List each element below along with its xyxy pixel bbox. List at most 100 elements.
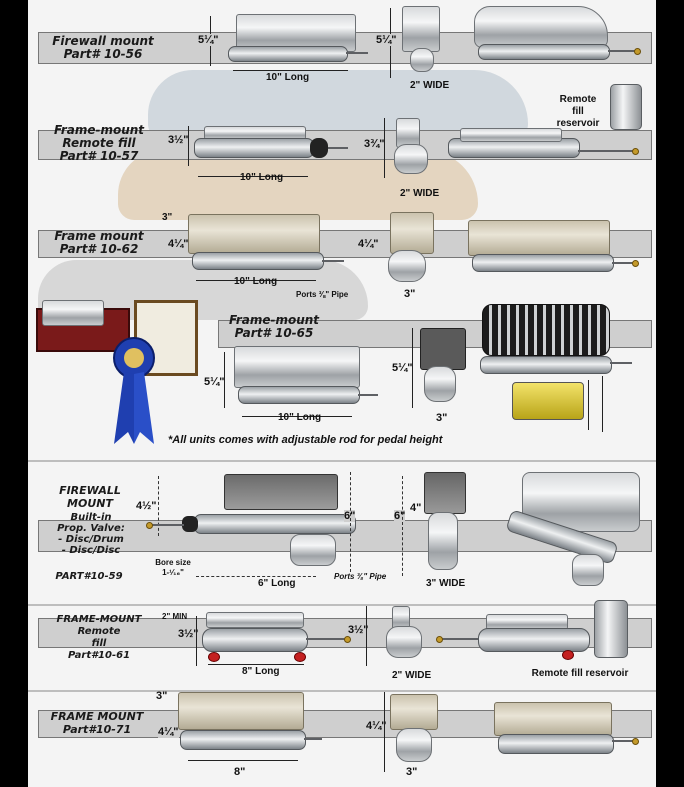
- part-number: PART#10-59: [55, 571, 123, 582]
- length-dimension: 8" Long: [242, 666, 280, 677]
- side-height-dimension: 3½": [348, 624, 369, 636]
- pushrod: [328, 147, 348, 149]
- product-photo: [474, 6, 608, 48]
- pushrod: [306, 638, 346, 640]
- side-height-dimension: 4¼": [358, 238, 379, 250]
- width-dimension: 3": [406, 766, 418, 778]
- dimension-line: [384, 118, 385, 178]
- pushrod: [610, 362, 632, 364]
- adjustable-rod-note: *All units comes with adjustable rod for…: [168, 434, 443, 446]
- award-plaque-cylinder: [42, 300, 104, 326]
- pushrod-tip: [146, 522, 153, 529]
- dimension-line: [196, 280, 316, 281]
- width-dimension: 3": [404, 288, 416, 300]
- side-view-body: [424, 366, 456, 402]
- dimension-line: [402, 476, 403, 576]
- side-view-body: [428, 512, 458, 570]
- master-cylinder-body: [192, 252, 324, 270]
- side-view-body: [388, 250, 426, 282]
- side-height-dimension: 6": [394, 510, 406, 522]
- product-photo-body: [480, 356, 612, 374]
- side-view-body: [410, 48, 434, 72]
- product-photo-reservoir: [468, 220, 610, 256]
- master-cylinder-body: [202, 628, 308, 652]
- remote-fill-reservoir: [594, 600, 628, 658]
- dimension-line: [384, 692, 385, 772]
- dimension-line: [350, 472, 351, 572]
- pushrod: [148, 524, 184, 526]
- master-cylinder-body: [228, 46, 348, 62]
- left-height-dimension: 4½": [136, 500, 157, 512]
- height-dimension: 3½": [178, 628, 199, 640]
- section-divider: [28, 604, 656, 606]
- dimension-line: [158, 476, 159, 536]
- length-dimension: 6" Long: [258, 578, 296, 589]
- pushrod: [322, 260, 344, 262]
- width-dimension: 2" WIDE: [410, 80, 450, 91]
- side-view-reservoir: [402, 6, 440, 52]
- dimension-line: [233, 70, 348, 71]
- side-height-dimension: 3¾": [364, 138, 385, 150]
- remote-fill-ports: [206, 612, 304, 628]
- width-dimension: 3": [436, 412, 448, 424]
- top-dimension: 3": [156, 690, 168, 702]
- master-cylinder-body: [194, 138, 314, 158]
- side-extra-dimension: 4": [410, 502, 422, 514]
- height-dimension: 5¼": [204, 376, 225, 388]
- pushrod-tip: [634, 48, 641, 55]
- wire-lead: [602, 376, 603, 432]
- blue-ribbon: [110, 336, 158, 446]
- dimension-line: [412, 328, 413, 408]
- master-cylinder-body: [238, 386, 360, 404]
- dimension-line: [208, 664, 304, 665]
- reservoir-body: [178, 692, 304, 730]
- pushrod-tip: [632, 260, 639, 267]
- length-dimension: 10" Long: [266, 72, 310, 83]
- ports-label: Ports ⅜" Pipe: [334, 572, 387, 581]
- height-dimension: 6": [344, 510, 356, 522]
- dimension-line: [224, 352, 225, 408]
- height-dimension: 4¼": [158, 726, 179, 738]
- dimension-line: [188, 126, 189, 166]
- side-height-dimension: 4¼": [366, 720, 387, 732]
- proportioning-valve: [290, 534, 336, 566]
- side-height-dimension: 5¼": [376, 34, 397, 46]
- product-photo-body: [478, 628, 590, 652]
- pushrod-tip: [632, 738, 639, 745]
- product-photo-body: [478, 44, 610, 60]
- side-view-body: [394, 144, 428, 174]
- master-cylinder-body: [180, 730, 306, 750]
- product-photo-reservoir: [494, 702, 612, 736]
- reservoir-body: [234, 346, 360, 388]
- dimension-line: [196, 576, 316, 577]
- pushrod-tip: [632, 148, 639, 155]
- master-cylinder-end: [182, 516, 198, 532]
- product-photo-body: [498, 734, 614, 754]
- width-dimension: 2" WIDE: [392, 670, 432, 681]
- brake-line-cap: [294, 652, 306, 662]
- brake-line-cap: [208, 652, 220, 662]
- reservoir-body: [188, 214, 320, 254]
- dimension-line: [196, 616, 197, 666]
- pushrod: [358, 394, 378, 396]
- side-height-dimension: 5¼": [392, 362, 413, 374]
- top-dimension: 3": [162, 212, 173, 223]
- dimension-line: [188, 760, 298, 761]
- dimension-line: [366, 606, 367, 666]
- top-dimension: 2" MIN: [162, 612, 188, 621]
